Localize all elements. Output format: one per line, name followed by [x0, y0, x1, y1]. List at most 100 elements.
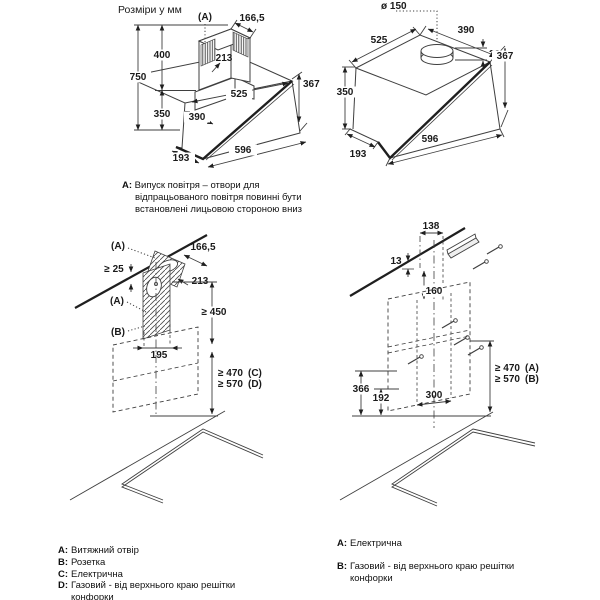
dim-470c: ≥ 470: [218, 368, 243, 379]
duct-opening: [420, 44, 454, 58]
legend-text: конфорки: [71, 592, 114, 600]
units-title: Розміри у мм: [118, 4, 182, 16]
cooktop-outline-left: [121, 428, 264, 501]
cooktop-outline-right: [391, 428, 536, 504]
dim-570d-key: (D): [248, 379, 262, 390]
dim-450-bg: [198, 306, 230, 318]
dim-350: 350: [154, 109, 171, 120]
legend-item: B:Розетка: [58, 557, 328, 569]
dim-367b: 367: [497, 51, 514, 62]
hood-inner-dashed: [112, 362, 199, 382]
hood-inner-dashed-r2: [387, 335, 471, 354]
dim-160: 160: [426, 286, 443, 297]
legend-key: A:: [58, 545, 69, 556]
dim-470c-key: (C): [248, 368, 262, 379]
ceiling-line-right: [349, 227, 466, 297]
dim-192-bg: [368, 392, 394, 404]
legend-key: B:: [58, 556, 69, 568]
dim-525b: 525: [371, 35, 388, 46]
dim-25: ≥ 25: [104, 264, 124, 275]
dim-166c: 166,5: [190, 242, 215, 253]
dim-367-lines: [291, 71, 308, 132]
cooktop-outline-left-2: [121, 431, 264, 504]
dim-300-line: [416, 399, 452, 407]
dim-366: 366: [353, 384, 370, 395]
dim-213c: 213: [192, 276, 209, 287]
dim-350-bg: [149, 108, 175, 120]
label-air-outlet: (A): [198, 12, 212, 23]
dim-570b: ≥ 570: [495, 374, 520, 385]
dim-367b-bg: [492, 50, 518, 62]
label-a1: (A): [111, 241, 125, 252]
legend-text: Електрична: [71, 568, 123, 580]
dim-470a-key: (A): [525, 363, 539, 374]
dim-390b: 390: [458, 25, 475, 36]
dim-400: 400: [154, 50, 171, 61]
legend-item: A:Витяжний отвір: [58, 545, 328, 557]
install-diagram-right: 138 13 160: [339, 221, 539, 507]
dim-596-bg: [229, 144, 257, 156]
dim-193-bg: [167, 152, 195, 164]
dim-193b-lines: [344, 128, 379, 150]
legend-item-cont: конфорки: [337, 573, 577, 585]
dim-367: 367: [303, 79, 320, 90]
dim-570d: ≥ 570: [218, 379, 243, 390]
legend-text: Витяжний отвір: [71, 545, 139, 556]
dim-213-arrow: [211, 62, 221, 73]
dim-366-bg: [348, 383, 374, 395]
note-line-3: встановлені лицьовою стороною вниз: [135, 203, 303, 215]
ceiling-line-left: [74, 234, 208, 309]
label-a2: (A): [110, 296, 124, 307]
hood-left-edge: [175, 102, 186, 149]
note-line-1: Випуск повітря – отвори для: [134, 180, 260, 191]
dim-193: 193: [173, 153, 190, 164]
hood-left-edge-2: [352, 67, 357, 130]
dim-470a: ≥ 470: [495, 363, 520, 374]
legend-key: B:: [337, 560, 348, 572]
legend-text: Газовий - від верхнього краю решітки: [350, 560, 515, 572]
leader-a2: [126, 301, 147, 313]
dim-596: 596: [235, 145, 252, 156]
duct-centerline: [396, 10, 438, 45]
vent-slots-front: [200, 38, 216, 67]
dim-213: 213: [216, 53, 233, 64]
note-key: A:: [122, 180, 133, 191]
dim-300: 300: [426, 390, 443, 401]
dim-160-bg: [423, 285, 445, 297]
legend-item: A:Електрична: [337, 538, 577, 550]
legend-text: Газовий - від верхнього краю решітки: [71, 580, 236, 592]
legend-item: B:Газовий - від верхнього краю решітки: [337, 561, 577, 573]
dim-166-label: 166,5: [239, 13, 264, 24]
hood-outline-dashed: [112, 326, 199, 413]
legend-text: Електрична: [350, 538, 402, 549]
dim-400-bg: [149, 49, 175, 61]
screws: [407, 244, 503, 365]
legend-left: A:Витяжний отвір B:Розетка C:Електрична …: [58, 545, 328, 600]
install-diagram-left: (A) (A) (B) 166,5 ≥ 25 213 195: [69, 234, 264, 504]
dim-13: 13: [390, 256, 402, 267]
legend-key: A:: [337, 538, 348, 549]
mounting-bracket-top: [446, 233, 477, 255]
dim-390: 390: [189, 112, 206, 123]
dim-duct: ø 150: [381, 1, 407, 12]
legend-key: D:: [58, 580, 69, 592]
label-b: (B): [111, 327, 125, 338]
dim-470-lines-right: [470, 340, 494, 413]
dim-138: 138: [423, 221, 440, 232]
dim-525-bg: [226, 88, 252, 100]
legend-key: C:: [58, 568, 69, 580]
cooktop-outline-right-2: [391, 431, 536, 507]
dim-350b: 350: [337, 87, 354, 98]
countertop-line-left: [69, 410, 226, 501]
dim-350b-bg: [332, 86, 358, 98]
dim-390-bg: [184, 111, 210, 123]
dim-166: [230, 19, 257, 39]
dim-570b-key: (B): [525, 374, 539, 385]
legend-right: A:Електрична B:Газовий - від верхнього к…: [337, 538, 577, 584]
legend-text: конфорки: [350, 572, 393, 584]
hood-duct-diagram: ø 150 23 525 390: [332, 1, 518, 167]
chimney-hatch-strip: [142, 263, 171, 340]
legend-spacer: [337, 550, 577, 561]
